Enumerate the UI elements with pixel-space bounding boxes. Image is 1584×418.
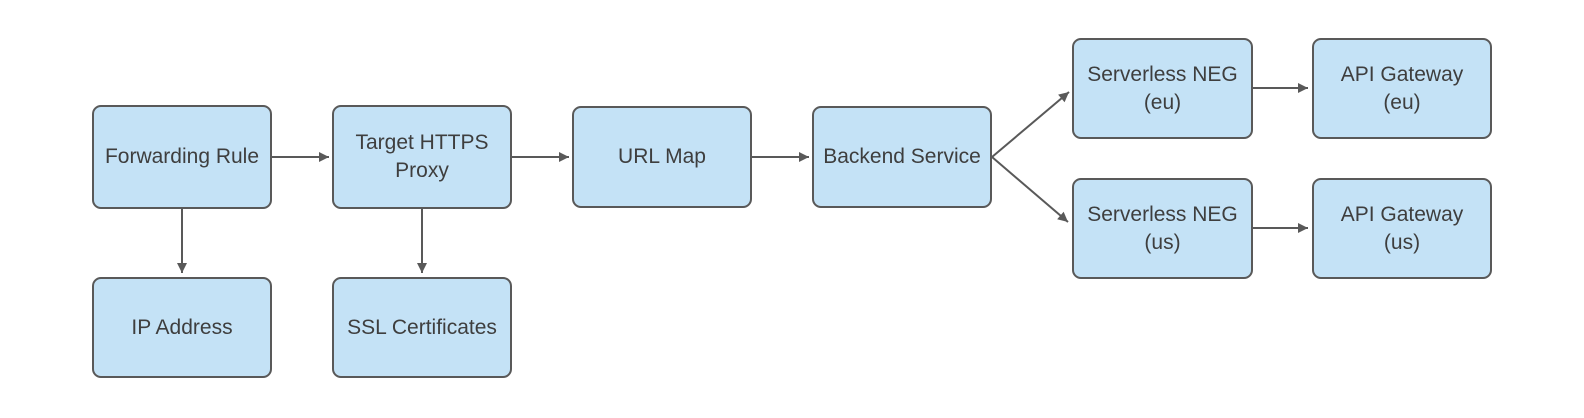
- node-label: API Gateway: [1340, 62, 1464, 86]
- node-label: IP Address: [131, 315, 233, 339]
- node-label: API Gateway: [1340, 202, 1464, 226]
- node-label: Proxy: [395, 159, 449, 182]
- node-label: (us): [1144, 230, 1181, 254]
- node-label: URL Map: [618, 145, 706, 168]
- node-label: (eu): [1143, 90, 1182, 114]
- edge-backend-service-to-serverless-neg-eu: [991, 91, 1070, 158]
- node-label: Serverless NEG: [1087, 62, 1238, 86]
- node-label: Target HTTPS: [355, 131, 489, 154]
- node-label: (eu): [1383, 90, 1421, 114]
- node-label: Forwarding Rule: [104, 145, 260, 168]
- node-ssl-certificates: SSL Certificates: [332, 277, 512, 378]
- node-serverless-neg-us: Serverless NEG (us): [1072, 178, 1253, 279]
- node-label: Backend Service: [823, 145, 981, 168]
- node-url-map: URL Map: [572, 106, 752, 208]
- node-api-gateway-us: API Gateway (us): [1312, 178, 1492, 279]
- node-serverless-neg-eu: Serverless NEG (eu): [1072, 38, 1253, 139]
- node-label: (us): [1383, 230, 1421, 254]
- node-ip-address: IP Address: [92, 277, 272, 378]
- node-forwarding-rule: Forwarding Rule: [92, 105, 272, 209]
- node-label: SSL Certificates: [347, 315, 497, 339]
- node-label: Serverless NEG: [1087, 202, 1238, 226]
- node-target-https-proxy: Target HTTPS Proxy: [332, 105, 512, 209]
- node-backend-service: Backend Service: [812, 106, 992, 208]
- edge-backend-service-to-serverless-neg-us: [991, 156, 1069, 223]
- node-api-gateway-eu: API Gateway (eu): [1312, 38, 1492, 139]
